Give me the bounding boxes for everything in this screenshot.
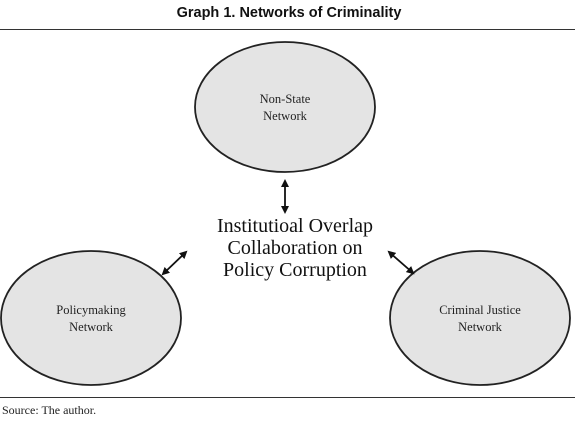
center-label-line: Collaboration on: [227, 237, 363, 259]
center-label-line: Institutioal Overlap: [216, 215, 374, 237]
non-state-network-label: Non-State Network: [225, 91, 345, 125]
bottom-rule: [0, 397, 575, 398]
arrow-policymaking-center: [161, 250, 188, 276]
non-state-network-node: [194, 41, 376, 173]
source-note: Source: The author.: [2, 403, 97, 417]
criminal-justice-network-node: [389, 250, 571, 386]
center-label: Institutioal Overlap Collaboration on Po…: [170, 215, 420, 281]
node-label-line: Criminal Justice: [439, 303, 521, 317]
arrow-criminal-justice-center: [387, 250, 415, 275]
node-label-line: Non-State: [259, 92, 311, 106]
node-label-line: Network: [458, 320, 502, 334]
top-rule: [0, 29, 575, 30]
policymaking-network-label: Policymaking Network: [31, 302, 151, 336]
center-label-line: Policy Corruption: [223, 259, 367, 281]
criminal-justice-network-label: Criminal Justice Network: [410, 302, 550, 336]
node-label-line: Policymaking: [56, 303, 126, 317]
figure-title: Graph 1. Networks of Criminality: [176, 5, 402, 21]
node-label-line: Network: [263, 109, 307, 123]
node-label-line: Network: [69, 320, 113, 334]
policymaking-network-node: [0, 250, 182, 386]
